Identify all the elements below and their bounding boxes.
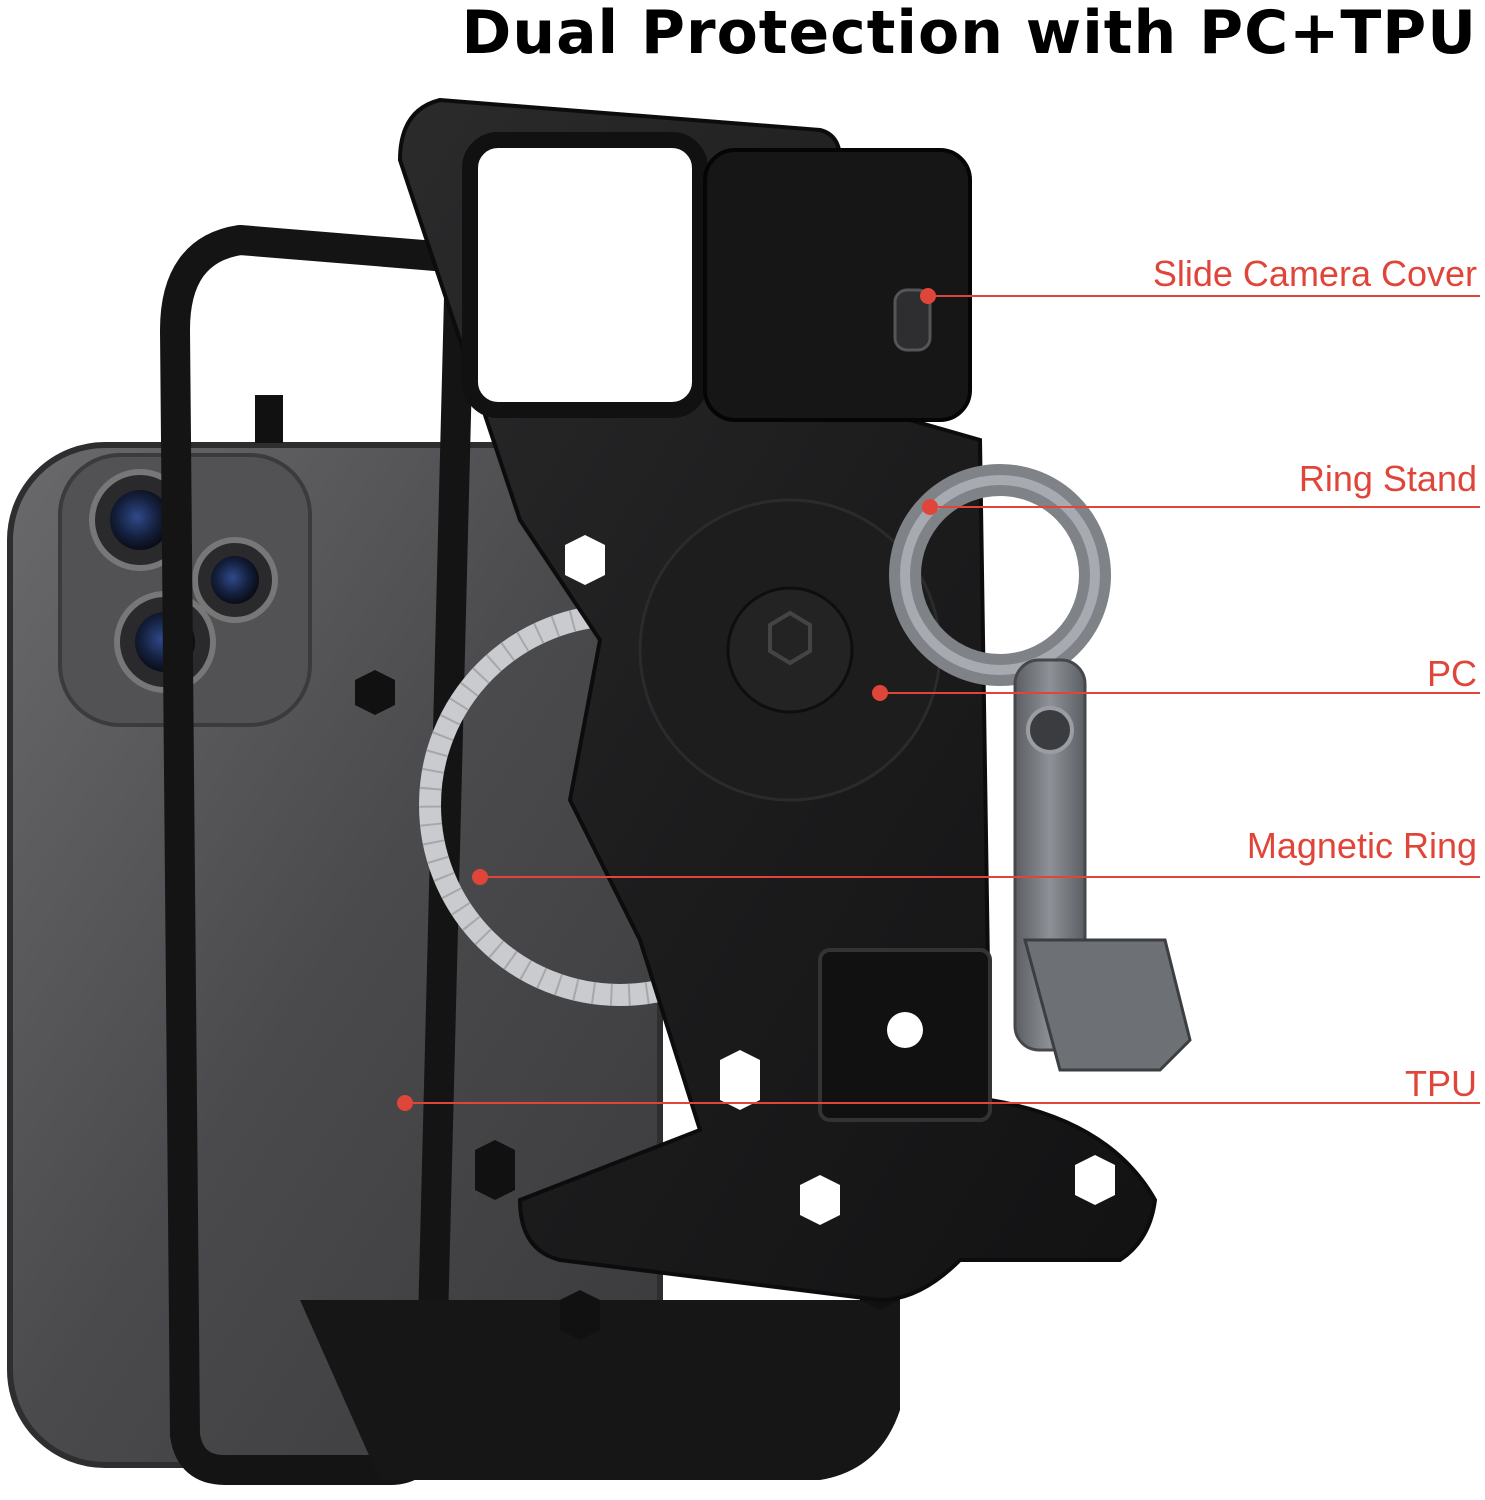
callout-slide-camera-cover: Slide Camera Cover bbox=[1152, 253, 1477, 294]
callout-tpu: TPU bbox=[1405, 1063, 1477, 1104]
tpu-bumper-frame bbox=[160, 225, 900, 1485]
callout-ring-stand: Ring Stand bbox=[1298, 458, 1477, 499]
callout-pc: PC bbox=[1426, 653, 1477, 694]
dot-slide-camera-cover bbox=[920, 288, 936, 304]
dot-magnetic-ring bbox=[472, 869, 488, 885]
ring-stand bbox=[889, 464, 1192, 1072]
callout-magnetic-ring: Magnetic Ring bbox=[1246, 825, 1477, 866]
dot-pc bbox=[872, 685, 888, 701]
pc-shell bbox=[397, 97, 1158, 1303]
dot-tpu bbox=[397, 1095, 413, 1111]
dot-ring-stand bbox=[922, 499, 938, 515]
callout-leaders bbox=[397, 288, 1480, 1111]
headline: Dual Protection with PC+TPU bbox=[461, 0, 1477, 68]
